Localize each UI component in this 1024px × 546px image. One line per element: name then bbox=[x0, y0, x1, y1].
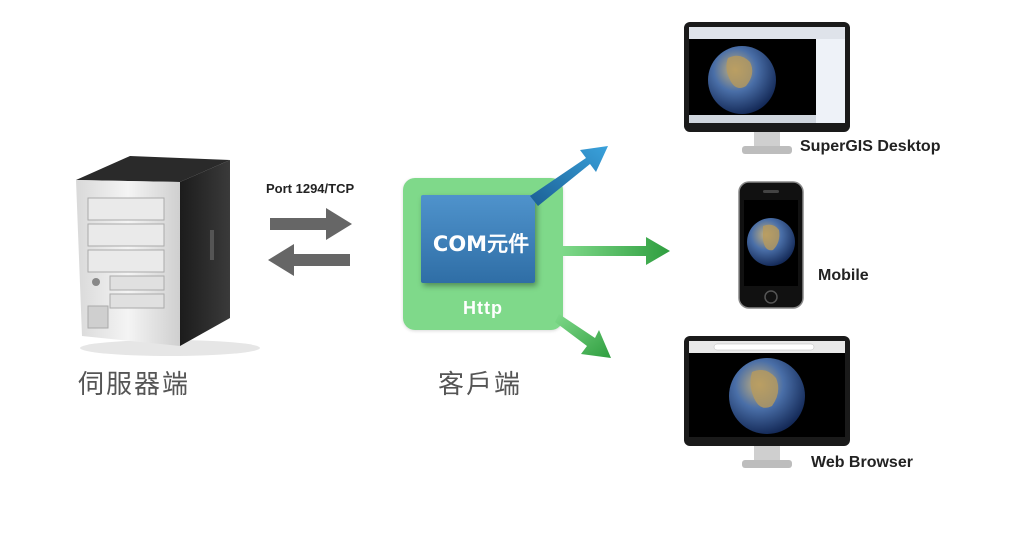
arrow-to-browser-icon bbox=[555, 314, 611, 358]
arrow-to-mobile-icon bbox=[562, 237, 670, 265]
desktop-monitor-icon bbox=[684, 22, 850, 154]
com-component-box bbox=[421, 195, 535, 283]
target-label-browser: Web Browser bbox=[811, 454, 913, 471]
port-label: Port 1294/TCP bbox=[266, 181, 355, 196]
protocol-label: Http bbox=[463, 298, 503, 318]
server-label: 伺服器端 bbox=[78, 370, 191, 400]
target-label-mobile: Mobile bbox=[818, 267, 869, 284]
mobile-phone-icon bbox=[738, 181, 804, 309]
com-component-label: COM元件 bbox=[432, 232, 530, 256]
client-label: 客戶端 bbox=[438, 370, 523, 400]
bidirectional-arrows-icon bbox=[268, 208, 352, 276]
target-label-desktop: SuperGIS Desktop bbox=[800, 138, 941, 155]
server-tower-icon bbox=[76, 156, 260, 356]
browser-monitor-icon bbox=[684, 336, 850, 468]
arrow-to-desktop-icon bbox=[530, 146, 608, 206]
